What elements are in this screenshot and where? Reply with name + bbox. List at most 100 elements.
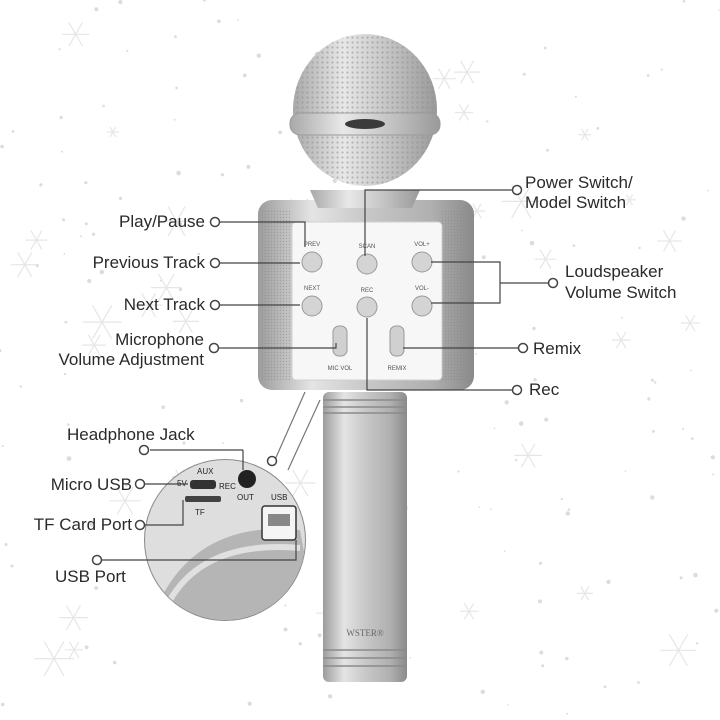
mic-volume-dial[interactable]	[332, 325, 348, 357]
tf-card-slot[interactable]	[185, 496, 221, 502]
sparkle-dot	[163, 215, 167, 219]
rec-button[interactable]	[356, 296, 378, 318]
sparkle-dot	[504, 400, 509, 405]
snowflake-icon	[150, 273, 182, 302]
sparkle-dot	[681, 216, 686, 221]
snowflake-icon	[657, 230, 682, 252]
sparkle-dot	[87, 278, 92, 284]
sparkle-dot	[84, 222, 88, 226]
rec-port-label: REC	[219, 482, 236, 491]
sparkle-dot	[533, 378, 537, 382]
usb-port[interactable]	[261, 505, 297, 541]
snowflake-icon	[459, 603, 479, 620]
snowflake-icon	[285, 469, 316, 497]
sparkle-dot	[327, 694, 333, 699]
volume-up-button[interactable]	[411, 251, 433, 273]
sparkle-dot	[538, 561, 543, 565]
snowflake-icon	[623, 194, 636, 206]
snowflake-icon	[25, 230, 48, 250]
sparkle-dot	[637, 681, 640, 684]
usb-label: USB	[271, 493, 287, 502]
sparkle-dot	[646, 74, 650, 77]
sparkle-dot	[707, 189, 710, 192]
sparkle-dot	[693, 572, 698, 578]
brand-logo: WSTER®	[346, 628, 383, 638]
sparkle-dot	[222, 442, 225, 445]
sparkle-dot	[178, 287, 183, 292]
volume-down-button[interactable]	[411, 295, 433, 317]
label-next-track: Next Track	[123, 295, 205, 314]
sparkle-dot	[654, 381, 657, 384]
sparkle-dot	[220, 173, 224, 177]
sparkle-dot	[457, 470, 460, 473]
label-rec: Rec	[529, 380, 560, 399]
sparkle-dot	[175, 86, 178, 90]
snowflake-icon	[454, 104, 474, 121]
next-button[interactable]	[301, 295, 323, 317]
leader-dots	[91, 184, 559, 566]
label-previous-track: Previous Track	[92, 253, 205, 272]
snowflake-icon	[62, 22, 90, 47]
headphone-jack-port[interactable]	[238, 470, 256, 488]
play-pause-button[interactable]	[356, 253, 378, 275]
sparkle-dot	[118, 0, 123, 5]
snowflake-icon	[64, 641, 84, 659]
label-power-switch-2: Model Switch	[525, 193, 627, 212]
sparkle-dot	[39, 183, 43, 187]
sparkle-dot	[0, 349, 2, 353]
sparkle-dot	[63, 372, 67, 376]
sparkle-dot	[120, 571, 125, 575]
sparkle-dot	[712, 473, 715, 476]
snowflake-icon	[59, 605, 88, 631]
sparkle-dot	[65, 355, 68, 358]
sparkle-dot	[105, 258, 109, 261]
sparkle-dot	[247, 701, 252, 706]
snowflake-icon	[82, 334, 106, 356]
sparkle-dot	[84, 181, 88, 185]
aux-label: AUX	[197, 467, 214, 476]
micro-usb-port[interactable]	[190, 480, 216, 489]
snowflake-icon	[134, 292, 163, 318]
sparkle-dot	[515, 459, 518, 462]
sparkle-dot	[660, 68, 663, 71]
mic-vol-label: MIC VOL	[328, 366, 353, 372]
sparkle-dot	[239, 398, 244, 403]
label-usb-port: USB Port	[55, 567, 126, 586]
snowflake-icon	[454, 60, 480, 84]
snowflake-icon	[611, 331, 631, 349]
sparkle-dot	[94, 586, 99, 590]
sparkle-dot	[59, 115, 63, 120]
sparkle-dot	[679, 576, 683, 580]
label-play-pause: Play/Pause	[119, 212, 205, 231]
sparkle-dot	[521, 229, 523, 232]
sparkle-dot	[64, 320, 68, 324]
sparkle-dot	[532, 326, 536, 331]
sparkle-dot	[202, 0, 206, 2]
sparkle-dot	[650, 495, 655, 500]
sparkle-dot	[481, 255, 486, 260]
scan-label: SCAN	[359, 244, 376, 250]
sparkle-dot	[0, 702, 5, 707]
sparkle-dot	[19, 385, 22, 388]
sparkle-dot	[112, 660, 117, 665]
sparkle-dot	[118, 196, 123, 200]
prev-button[interactable]	[301, 251, 323, 273]
sparkle-dot	[689, 369, 692, 372]
handle	[323, 392, 407, 682]
snowflake-icon	[82, 304, 122, 340]
remix-dial[interactable]	[389, 325, 405, 357]
label-headphone-jack: Headphone Jack	[67, 425, 195, 444]
snowflake-icon	[34, 641, 74, 676]
sparkle-dot	[256, 53, 261, 58]
snowflake-icon	[172, 309, 199, 333]
sparkle-dot	[539, 650, 544, 655]
sparkle-dot	[544, 417, 549, 422]
sparkle-dot	[176, 170, 181, 176]
snowflake-icon	[514, 443, 542, 468]
sparkle-dot	[278, 130, 282, 135]
sparkle-dot	[710, 455, 715, 460]
sparkle-dot	[718, 9, 720, 11]
sparkle-dot	[486, 120, 489, 123]
microphone: WSTER® PREV NEXT SCAN REC VOL+ VOL-	[258, 34, 474, 682]
sparkle-dot	[478, 506, 481, 509]
